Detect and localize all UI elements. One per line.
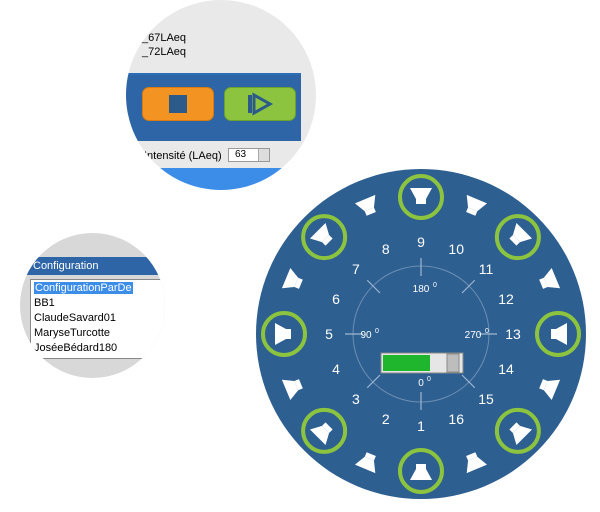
list-item[interactable]: ConfigurationParDe [34, 282, 133, 294]
dial-number-label: 2 [382, 411, 390, 427]
speaker-icon[interactable] [537, 267, 561, 294]
dial-number-label: 13 [505, 326, 521, 342]
play-button[interactable] [224, 87, 296, 121]
speaker-active-icon[interactable] [398, 174, 444, 220]
dial-number-label: 7 [352, 261, 360, 277]
dial-number-label: 3 [352, 391, 360, 407]
configuration-title: Configuration [20, 257, 165, 275]
list-item[interactable]: JoséeBédard180 [34, 342, 118, 354]
speaker-icon[interactable] [461, 194, 488, 218]
speaker-icon[interactable] [354, 450, 381, 474]
configuration-list[interactable]: ConfigurationParDe BB1 ClaudeSavard01 Ma… [30, 279, 165, 359]
level-meter-fill [383, 355, 430, 371]
speaker-active-icon[interactable] [398, 448, 444, 494]
speaker-icon[interactable] [354, 194, 381, 218]
angle-label: 0 [418, 378, 424, 389]
stop-icon [169, 95, 187, 113]
speaker-active-icon[interactable] [261, 311, 307, 357]
dial-number-label: 10 [448, 241, 464, 257]
bottom-bar [126, 168, 286, 190]
angle-label: 270 [465, 330, 482, 341]
control-panel-zoom: _67LAeq _72LAeq Intensité (LAeq) 63 [126, 0, 316, 190]
speaker-icon[interactable] [281, 374, 305, 401]
speaker-active-icon[interactable] [535, 311, 581, 357]
stepper-up-icon[interactable] [258, 149, 269, 155]
dial-number-label: 14 [498, 361, 514, 377]
speaker-active-icon[interactable] [488, 207, 547, 266]
intensity-value[interactable]: 63 [235, 149, 247, 160]
dial-number-label: 12 [498, 291, 514, 307]
degree-symbol: 0 [433, 282, 437, 289]
speaker-active-icon[interactable] [294, 401, 353, 460]
speaker-icon[interactable] [537, 374, 561, 401]
dial-number-label: 9 [417, 234, 425, 250]
angle-label: 180 [413, 284, 430, 295]
file-label-1: _67LAeq [142, 32, 187, 44]
intensity-stepper[interactable]: 63 [228, 148, 270, 162]
dial-number-label: 11 [479, 261, 494, 277]
speaker-icon[interactable] [281, 267, 305, 294]
file-label-2: _72LAeq [142, 46, 187, 58]
configuration-zoom: Configuration ConfigurationParDe BB1 Cla… [20, 233, 165, 378]
speaker-icon[interactable] [461, 450, 488, 474]
dial-number-label: 8 [382, 241, 390, 257]
stepper-down-icon[interactable] [258, 155, 269, 161]
inner-ticks [345, 258, 497, 410]
degree-symbol: 0 [427, 376, 431, 383]
intensity-label: Intensité (LAeq) [144, 150, 222, 162]
dial-number-label: 1 [417, 418, 425, 434]
dial-number-label: 16 [448, 411, 464, 427]
dial-number-label: 15 [478, 391, 494, 407]
list-item[interactable]: MaryseTurcotte [34, 327, 111, 339]
list-item[interactable]: ClaudeSavard01 [34, 312, 116, 324]
speaker-active-icon[interactable] [294, 207, 353, 266]
dial-number-label: 6 [332, 291, 340, 307]
speaker-active-icon[interactable] [488, 401, 547, 460]
degree-symbol: 0 [485, 328, 489, 335]
level-meter-handle[interactable] [446, 353, 460, 373]
play-icon [248, 92, 274, 116]
angle-label: 90 [360, 330, 372, 341]
degree-symbol: 0 [375, 328, 379, 335]
level-meter [380, 352, 464, 374]
dial-number-label: 4 [332, 361, 340, 377]
list-item[interactable]: BB1 [34, 297, 55, 309]
stop-button[interactable] [142, 87, 214, 121]
dial-number-label: 5 [325, 326, 333, 342]
separator [126, 73, 301, 75]
